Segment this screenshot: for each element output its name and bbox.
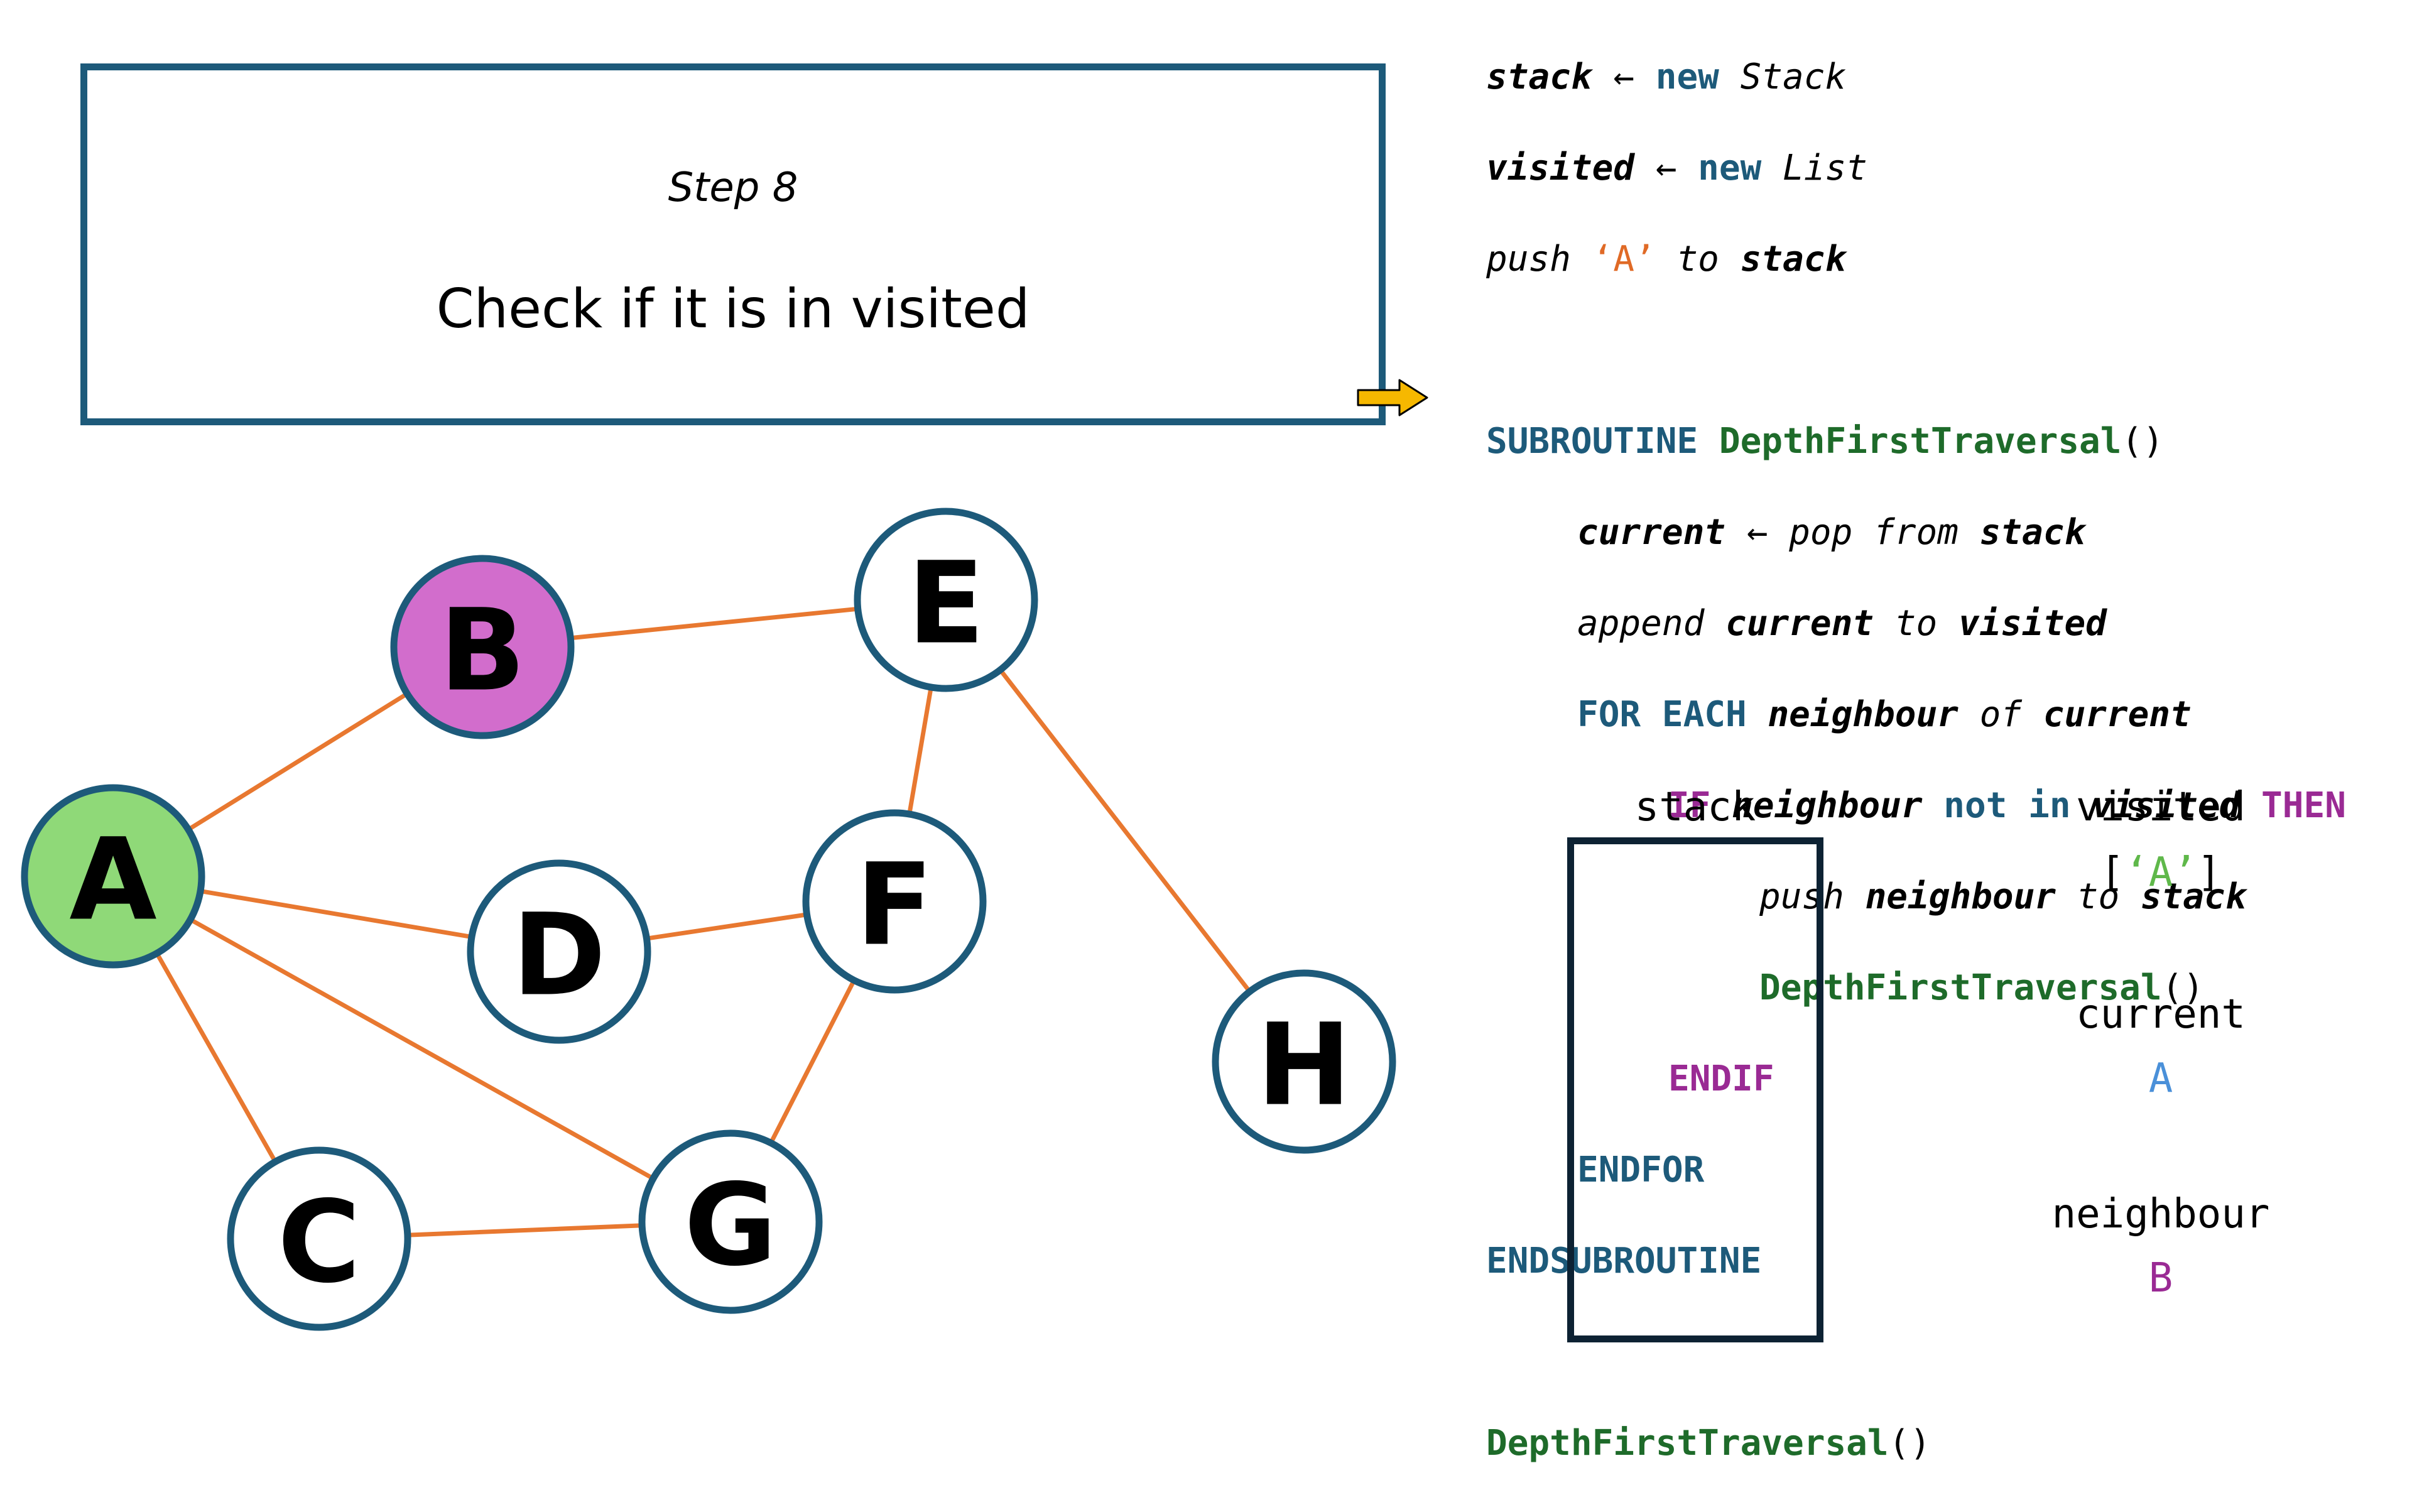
node-c-label: C — [278, 1177, 361, 1308]
current-label: current — [2076, 991, 2246, 1038]
visited-label: visited — [2076, 784, 2246, 830]
edge-e-h — [944, 598, 1306, 1063]
code-line-7: FOR EACH neighbour of current — [1577, 693, 2192, 735]
code-line-10: DepthFirstTraversal() — [1759, 967, 2205, 1008]
node-c: C — [227, 1146, 411, 1331]
edge-a-g — [112, 874, 732, 1224]
node-d-label: D — [512, 890, 606, 1021]
neighbour-label: neighbour — [2051, 1191, 2270, 1237]
node-f: F — [802, 809, 987, 994]
code-line-5: current ← pop from stack — [1577, 511, 2086, 553]
code-line-13: ENDSUBROUTINE — [1486, 1240, 1762, 1281]
visited-list: [‘A’] — [2100, 849, 2222, 896]
node-e-circle — [854, 508, 1038, 692]
node-g-circle — [638, 1129, 823, 1314]
node-e-label: E — [908, 538, 985, 670]
node-b-circle — [390, 555, 575, 739]
step-frame: Step 8 Check if it is in visited — [80, 63, 1386, 425]
code-line-4: SUBROUTINE DepthFirstTraversal() — [1486, 420, 2164, 462]
step-description: Check if it is in visited — [436, 278, 1030, 340]
node-e: E — [854, 508, 1038, 692]
node-h-label: H — [1257, 1000, 1352, 1131]
node-c-circle — [227, 1146, 411, 1331]
code-line-2: visited ← new List — [1486, 147, 1867, 188]
node-d-circle — [467, 859, 651, 1044]
node-a-circle — [21, 784, 205, 969]
visited-item: ‘A’ — [2124, 849, 2197, 896]
code-line-8: IF neighbour not in visited THEN — [1668, 785, 2346, 826]
node-h-circle — [1212, 969, 1396, 1154]
code-line-12: ENDFOR — [1577, 1149, 1705, 1190]
code-line-11: ENDIF — [1668, 1058, 1774, 1099]
graph-nodes: A B C D E F G H — [21, 508, 1396, 1331]
code-line-3: push ‘A’ to stack — [1486, 238, 1847, 280]
step-label: Step 8 — [668, 165, 798, 211]
stack-container — [1567, 837, 1823, 1342]
neighbour-value: B — [2148, 1255, 2173, 1302]
node-h: H — [1212, 969, 1396, 1154]
stack-label: stack — [1634, 784, 1756, 830]
current-value: A — [2148, 1055, 2173, 1102]
node-f-circle — [802, 809, 987, 994]
code-line-14: DepthFirstTraversal() — [1486, 1422, 1931, 1464]
node-f-label: F — [856, 840, 933, 971]
node-d: D — [467, 859, 651, 1044]
node-a-label: A — [69, 815, 156, 946]
node-b-label: B — [439, 585, 525, 717]
code-line-1: stack ← new Stack — [1486, 56, 1847, 97]
code-line-blank-1 — [1486, 328, 2346, 374]
node-g-label: G — [684, 1160, 777, 1292]
node-a: A — [21, 784, 205, 969]
node-b: B — [390, 555, 575, 739]
graph-diagram: A B C D E F G H — [21, 508, 1396, 1331]
node-g: G — [638, 1129, 823, 1314]
current-line-arrow-icon — [1357, 379, 1428, 416]
code-line-6: append current to visited — [1577, 602, 2107, 644]
code-line-9: push neighbour to stack — [1759, 876, 2247, 917]
